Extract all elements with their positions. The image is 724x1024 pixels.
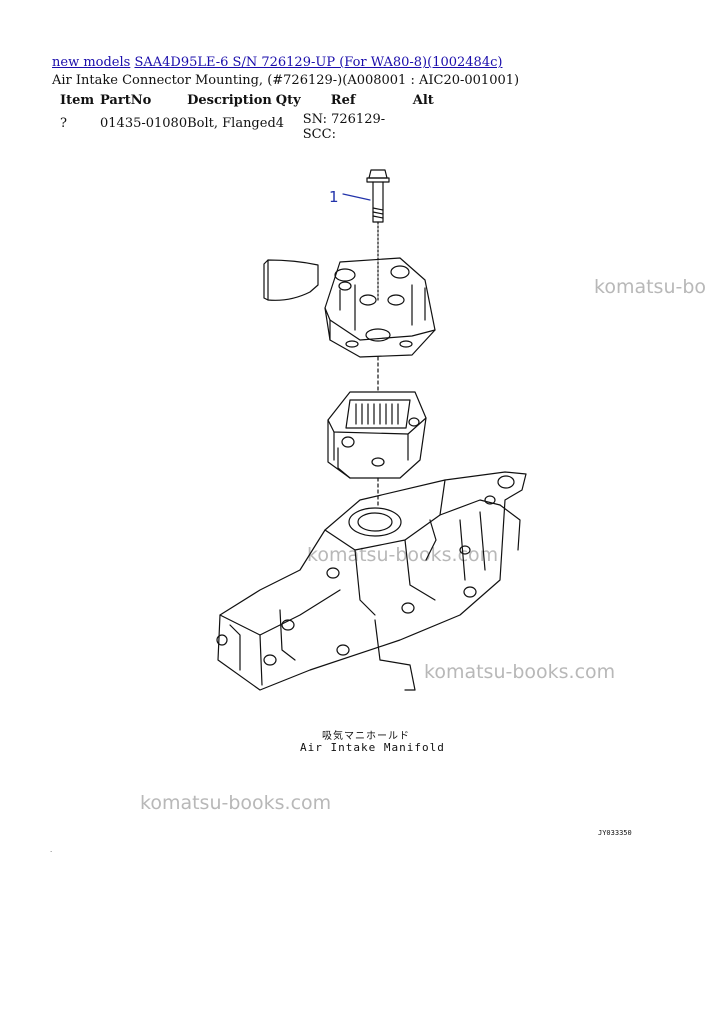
table-header-row: Item PartNo Description Qty Ref Alt	[55, 92, 453, 112]
watermark: komatsu-books.com	[140, 792, 332, 814]
page-subtitle: Air Intake Connector Mounting, (#726129-…	[52, 73, 520, 88]
cell-qty: 4	[275, 116, 285, 131]
intake-manifold	[216, 471, 527, 691]
watermark: komatsu-bo	[594, 276, 707, 298]
breadcrumb-link-model[interactable]: SAA4D95LE-6 S/N 726129-UP (For WA80-8)(1…	[134, 55, 503, 70]
cell-alt	[413, 112, 453, 142]
breadcrumb: new models SAA4D95LE-6 S/N 726129-UP (Fo…	[52, 55, 502, 70]
flanged-bolt	[366, 169, 390, 301]
callout-leader	[342, 193, 371, 201]
header-alt: Alt	[412, 93, 434, 108]
cell-item: ?	[60, 116, 67, 131]
cell-ref: SN: 726129- SCC:	[303, 112, 413, 142]
cell-description: Bolt, Flanged	[187, 116, 276, 131]
header-ref: Ref	[330, 93, 356, 108]
footer-mark: .	[50, 846, 53, 854]
watermark: komatsu-books.com	[424, 661, 616, 683]
header-description: Description	[187, 93, 272, 108]
diagram-caption-english: Air Intake Manifold	[300, 741, 445, 754]
air-intake-manifold-diagram: 1	[216, 169, 527, 691]
air-intake-connector	[263, 257, 436, 358]
header-qty: Qty	[275, 93, 301, 108]
parts-table: Item PartNo Description Qty Ref Alt ? 01…	[55, 92, 453, 142]
header-item: Item	[60, 93, 95, 108]
breadcrumb-link-new-models[interactable]: new models	[52, 55, 131, 70]
cell-ref-line2: SCC:	[302, 127, 336, 142]
intake-heater	[327, 391, 427, 479]
callout-number: 1	[329, 188, 339, 206]
table-row: ? 01435-01080 Bolt, Flanged 4 SN: 726129…	[55, 112, 453, 142]
cell-ref-line1: SN: 726129-	[302, 112, 386, 127]
figure-code: JY033350	[598, 829, 632, 837]
cell-partno: 01435-01080	[100, 116, 188, 131]
header-partno: PartNo	[100, 93, 152, 108]
diagram-caption-japanese: 吸気マニホールド	[322, 731, 410, 742]
